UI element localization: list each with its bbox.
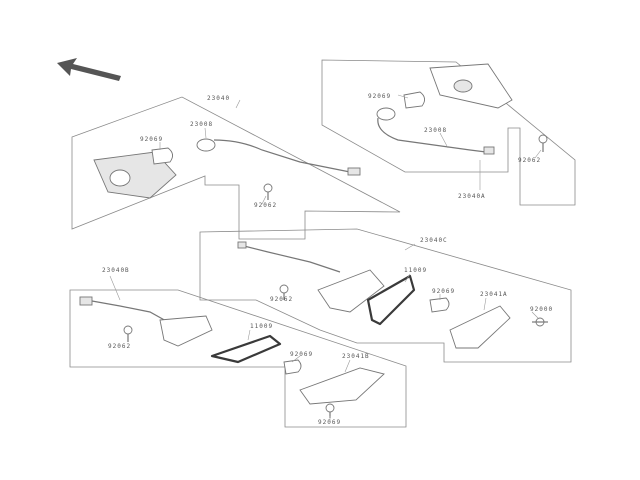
label-screw-rear-left: 92062 (108, 343, 131, 350)
label-screw-front-left: 92062 (518, 157, 541, 164)
leader-lens-rr (483, 297, 487, 311)
label-lens-rear-left: 23041B (342, 353, 370, 360)
lens-front-left-window (453, 79, 473, 93)
leader-group-rl (109, 275, 121, 301)
leader-screw-rr-b (531, 311, 539, 319)
screw-rear-right-b (532, 317, 548, 327)
label-screw-rear-left-b: 92069 (318, 419, 341, 426)
label-group-rear-left: 23040B (102, 267, 130, 274)
leader-screw-fl (534, 149, 542, 159)
frame-front-right (71, 96, 401, 240)
reflector-rear-left (210, 334, 282, 364)
leader-socket-fl (439, 132, 449, 149)
label-socket-front-left: 23008 (424, 127, 447, 134)
label-lens-rear-right: 23041A (480, 291, 508, 298)
leader-reflector-rr (404, 273, 411, 283)
bulb-front-left (403, 91, 425, 109)
label-bulb-rear-right: 92069 (432, 288, 455, 295)
screw-rear-left-b (325, 403, 335, 418)
frame-rear-right (199, 228, 572, 363)
leader-screw-fr (261, 195, 267, 205)
label-screw-front-right: 92062 (254, 202, 277, 209)
lens-rear-left (299, 367, 385, 405)
housing-rear-left (159, 315, 213, 347)
leader-reflector-rl (247, 329, 251, 341)
leader-bulb-rl (291, 355, 301, 363)
lens-front-right-window (109, 169, 131, 187)
reflector-rear-right (366, 274, 416, 326)
wire-rear-left (91, 300, 169, 323)
wire-front-left (377, 117, 487, 153)
frame-rear-left (69, 289, 407, 428)
label-bulb-front-left: 92069 (368, 93, 391, 100)
bulb-front-right (151, 147, 173, 165)
label-reflector-rear-right: 11009 (404, 267, 427, 274)
label-group-front-left: 23040A (458, 193, 486, 200)
connector-front-left (483, 146, 495, 155)
socket-front-right (196, 138, 216, 152)
label-screw-rear-right-b: 92000 (530, 306, 553, 313)
connector-rear-right (237, 241, 247, 249)
group-rear-right: 23040C 11009 92069 23041A 92062 92000 (199, 228, 572, 363)
leader-group-fr (235, 99, 241, 109)
connector-rear-left (79, 296, 93, 306)
label-reflector-rear-left: 11009 (250, 323, 273, 330)
label-group-rear-right: 23040C (420, 237, 448, 244)
group-rear-left: 23040B 11009 92069 23041B 92062 92069 (69, 267, 407, 428)
bulb-rear-right (429, 297, 450, 313)
leader-lens-rl (344, 359, 351, 373)
lens-rear-right (449, 305, 511, 349)
screw-front-left (538, 134, 548, 152)
label-bulb-front-right: 92069 (140, 136, 163, 143)
frame-front-left (321, 59, 576, 206)
leader-socket-fr (204, 127, 207, 139)
direction-arrow-icon (57, 58, 121, 81)
bulb-rear-left (283, 359, 302, 375)
group-front-right: 23040 23008 92069 92062 (71, 95, 401, 240)
label-group-front-right: 23040 (207, 95, 230, 102)
group-front-left: 92069 23008 92062 23040A (321, 59, 576, 206)
label-bulb-rear-left: 92069 (290, 351, 313, 358)
socket-front-left (376, 107, 396, 121)
housing-rear-right (317, 269, 385, 313)
leader-group-rr (404, 243, 416, 251)
label-screw-rear-right-a: 92062 (270, 296, 293, 303)
leader-bulb-fl (397, 94, 409, 99)
screw-rear-left (123, 325, 133, 342)
screw-front-right (263, 183, 273, 200)
label-socket-front-right: 23008 (190, 121, 213, 128)
wire-front-right (213, 139, 351, 173)
wire-rear-right (243, 245, 341, 273)
connector-front-right (347, 167, 361, 176)
screw-rear-right-a (279, 284, 289, 300)
